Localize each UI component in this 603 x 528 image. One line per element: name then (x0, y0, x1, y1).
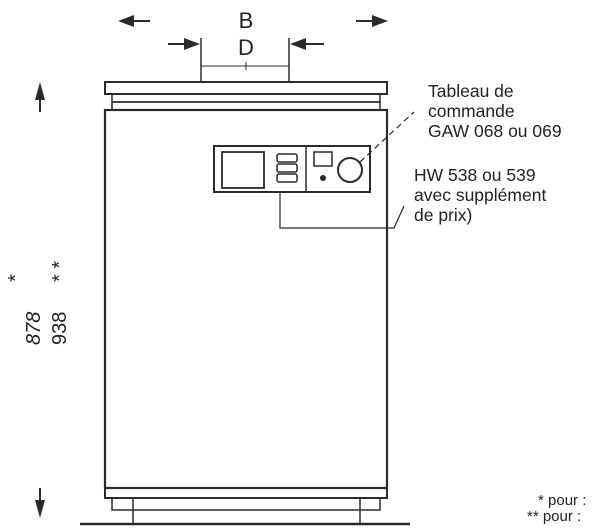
control-panel (213, 145, 371, 193)
dimension-b-label: B (239, 8, 254, 33)
height-878-label: 878 (23, 312, 45, 345)
panel-leader-line (359, 111, 415, 163)
option-line-1: HW 538 ou 539 (414, 165, 536, 185)
option-line-3: de prix) (414, 205, 472, 225)
front-panel (103, 108, 389, 490)
switch-2 (276, 163, 298, 173)
option-callout: HW 538 ou 539 avec supplément de prix) (414, 165, 546, 225)
dimension-d-arrow-left (184, 38, 200, 50)
dimension-b-arrow-right (372, 15, 388, 27)
indicator-box (313, 151, 333, 167)
control-panel-callout: Tableau de commande GAW 068 ou 069 (428, 81, 562, 141)
switch-1 (276, 153, 298, 163)
height-878-mark: * (5, 274, 27, 282)
thermostat-knob (337, 157, 363, 183)
dimension-d-arrow-right (290, 38, 306, 50)
top-rail-lower (111, 101, 381, 111)
indicator-dot (320, 175, 326, 181)
footnote-2: ** pour : (527, 508, 581, 525)
control-panel-housing (213, 145, 371, 193)
height-dimension: 878 * 938 * * (5, 82, 71, 518)
dimension-d-label: D (238, 35, 254, 60)
display-window (221, 151, 265, 189)
switch-3 (276, 173, 298, 183)
callout-line-2: commande (428, 101, 515, 121)
option-line-2: avec supplément (414, 185, 546, 205)
base-plinth (104, 487, 388, 499)
footnote-1: * pour : (538, 492, 586, 509)
top-rail (111, 93, 381, 103)
height-938-mark: * * (49, 261, 71, 282)
height-arrow-up (35, 82, 45, 100)
top-cap (104, 81, 388, 95)
callout-line-3: GAW 068 ou 069 (428, 121, 562, 141)
height-arrow-down (35, 500, 45, 518)
dimension-d: D (168, 35, 324, 82)
dimension-b: B (118, 8, 388, 33)
base-frame (111, 497, 381, 511)
dimension-b-arrow-left (118, 15, 134, 27)
option-leader-line (279, 192, 405, 229)
boiler-cabinet (80, 81, 410, 526)
height-938-label: 938 (49, 312, 71, 345)
callout-line-1: Tableau de (428, 81, 514, 101)
